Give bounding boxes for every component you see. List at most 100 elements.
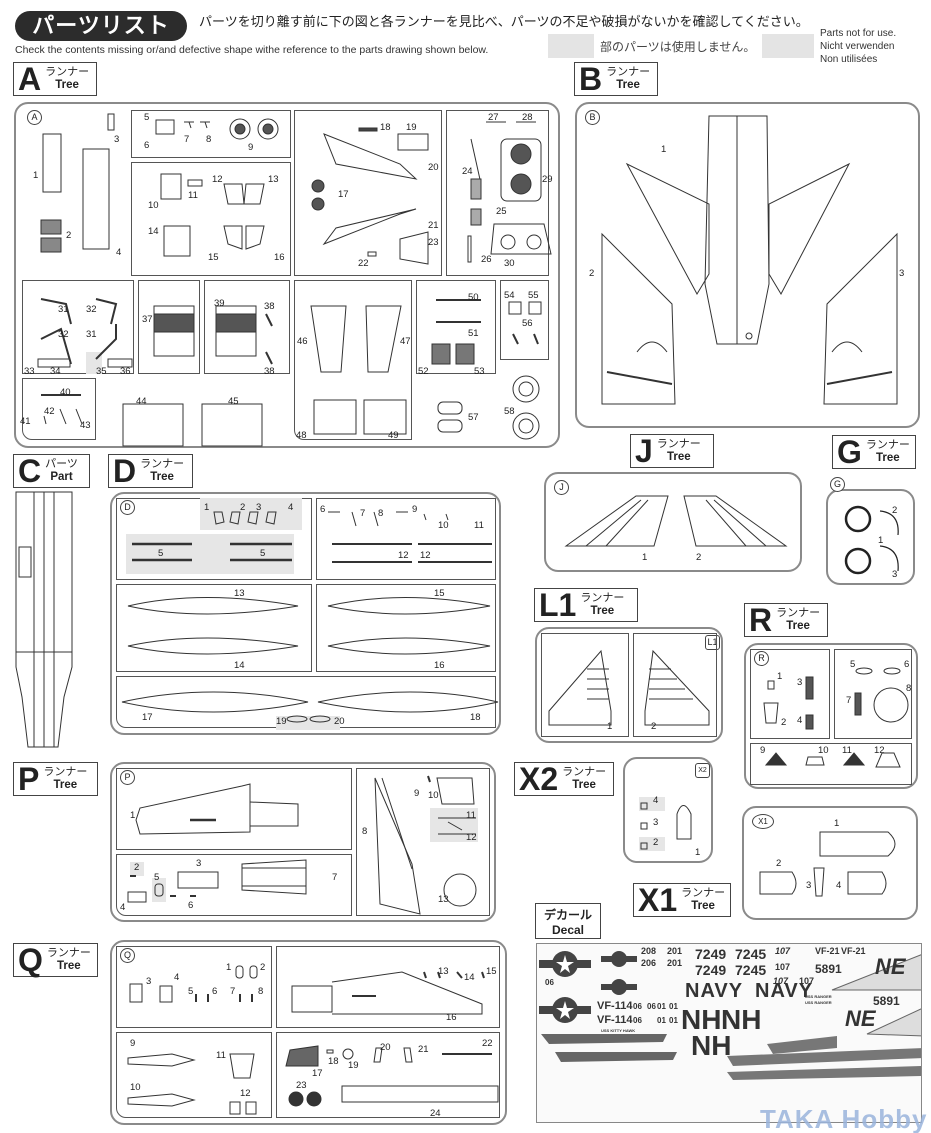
part-number: 20	[380, 1042, 391, 1053]
part-R9	[766, 753, 786, 765]
runner-P-parts-drawing	[112, 764, 498, 924]
decal-code: 01	[657, 1002, 666, 1011]
part-number: 18	[470, 712, 481, 723]
runner-L1-cell	[633, 633, 717, 737]
runner-D-cell	[116, 584, 312, 672]
part-number: 13	[438, 966, 449, 977]
part-number: 19	[276, 716, 287, 727]
part-number: 20	[334, 716, 345, 727]
part-Q5-Q8	[196, 994, 252, 1002]
tree-letter: X2	[519, 761, 559, 797]
part-number: 48	[296, 430, 307, 441]
part-number: 12	[212, 174, 223, 185]
part-number: 53	[474, 366, 485, 377]
part-number: 26	[481, 254, 492, 265]
part-number: 15	[208, 252, 219, 263]
tree-letter: G	[837, 434, 862, 470]
runner-en: Tree	[150, 471, 174, 483]
part-R10	[806, 757, 824, 765]
part-number: 55	[528, 290, 539, 301]
watermark: TAKA Hobby	[760, 1104, 928, 1133]
part-number: 9	[130, 1038, 136, 1049]
runner-id-badge: R	[754, 651, 769, 666]
runner-R: R 1 2 3 4 5 6 7 8 9 10 11 12	[744, 643, 918, 789]
part-number: 17	[142, 712, 153, 723]
part-J1	[566, 496, 668, 546]
runner-en: Tree	[572, 779, 596, 791]
part-C-fuselage	[14, 492, 74, 750]
part-number: 49	[388, 430, 399, 441]
runner-P-cell	[356, 768, 490, 916]
decal-code: 5891	[815, 962, 842, 976]
part-number: 12	[240, 1088, 251, 1099]
part-number: 6	[212, 986, 218, 997]
part-number: 4	[174, 972, 180, 983]
part-A50-A51	[436, 300, 481, 322]
part-number: 6	[144, 140, 150, 151]
part-jp: パーツ	[45, 458, 78, 470]
part-number: 5	[188, 986, 194, 997]
part-number: 13	[234, 588, 245, 599]
part-number: 4	[797, 715, 803, 726]
part-number: 1	[642, 552, 648, 563]
runner-A-cell	[138, 280, 200, 374]
part-number: 7	[846, 695, 852, 706]
part-number: 5	[850, 659, 856, 670]
unused-part-highlight	[130, 862, 144, 876]
part-letter: C	[18, 453, 42, 489]
part-number: 8	[362, 826, 368, 837]
part-number: 50	[468, 292, 479, 303]
part-number: 1	[204, 502, 210, 513]
runner-D-parts-drawing	[112, 494, 503, 737]
decal-graphics	[539, 951, 921, 1080]
runner-jp: ランナー	[606, 66, 651, 78]
part-number: 2	[260, 962, 266, 973]
part-A58	[513, 376, 539, 402]
part-number: 24	[462, 166, 473, 177]
decal-code: VF-114	[597, 1014, 633, 1026]
part-P10	[437, 778, 474, 804]
part-number: 16	[446, 1012, 457, 1023]
runner-jp: ランナー	[865, 439, 910, 451]
runner-jp: ランナー	[562, 766, 607, 778]
part-R12	[876, 753, 900, 767]
part-R4	[806, 715, 813, 729]
runner-en: Tree	[57, 960, 81, 972]
part-number: 6	[904, 659, 910, 670]
tree-letter: A	[18, 61, 42, 97]
runner-G: G 2 1 3	[826, 477, 915, 585]
part-number: 5	[260, 548, 266, 559]
instruction-en: Check the contents missing or/and defect…	[15, 44, 489, 56]
decal-code: 206	[641, 958, 657, 968]
part-Q23	[289, 1092, 303, 1106]
part-A49	[364, 400, 406, 434]
part-G2	[880, 511, 898, 535]
part-number: 14	[148, 226, 159, 237]
part-number: 7	[332, 872, 338, 883]
part-A41-A43	[44, 409, 82, 424]
part-number: 22	[482, 1038, 493, 1049]
part-number: 11	[842, 745, 852, 756]
part-A38	[266, 314, 272, 364]
part-number: 15	[434, 588, 445, 599]
decal-code: 208	[641, 946, 657, 956]
decal-code: NH	[721, 1004, 762, 1035]
part-number: 27	[488, 112, 499, 123]
part-A30	[491, 224, 551, 254]
part-number: 2	[589, 268, 595, 279]
unused-part-highlight	[200, 498, 302, 530]
runner-P-cell	[116, 768, 352, 850]
part-A15-A16	[224, 226, 264, 249]
tree-letter: P	[18, 761, 40, 797]
runner-Q-cell	[116, 1032, 272, 1118]
unused-parts-swatch	[548, 34, 594, 58]
runner-J: J 1 2	[544, 472, 802, 572]
part-B1-wing-left	[627, 164, 709, 294]
part-number: 47	[400, 336, 411, 347]
part-number: 31	[58, 304, 69, 315]
part-number: 15	[486, 966, 497, 977]
part-number: 10	[130, 1082, 141, 1093]
part-A56	[513, 334, 538, 344]
